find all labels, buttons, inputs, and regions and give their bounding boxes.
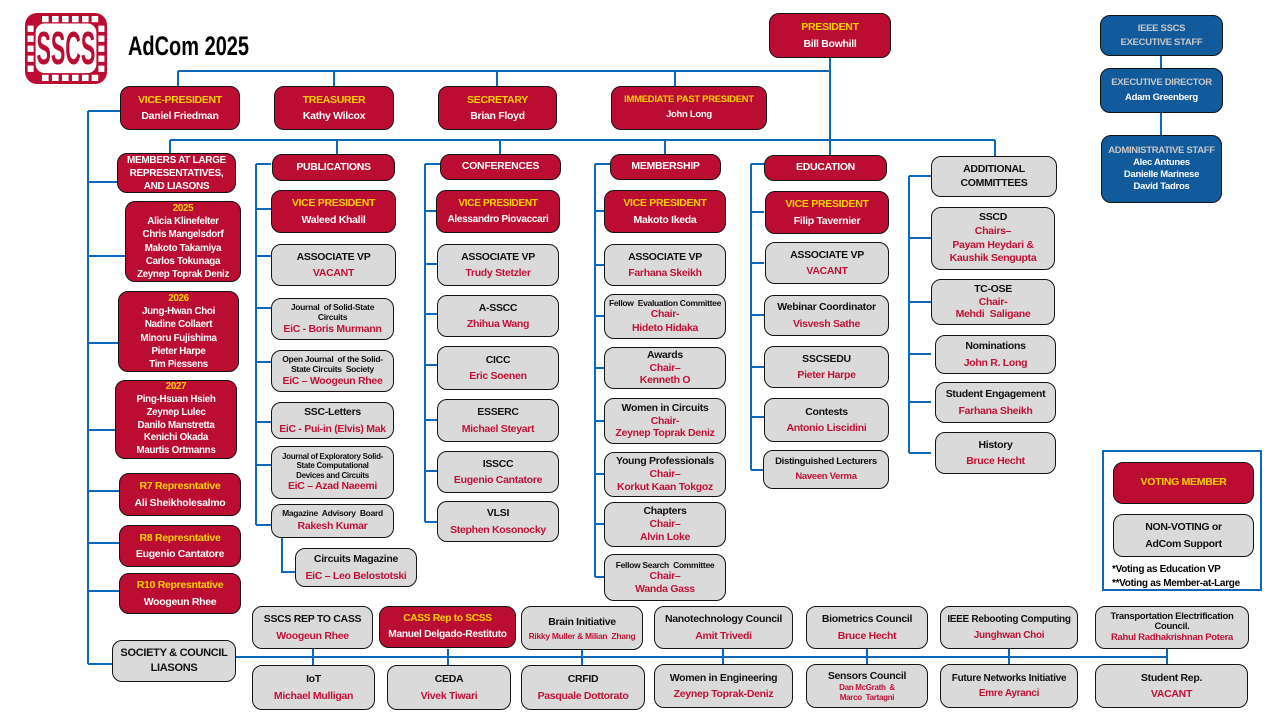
svg-text:SSCS: SSCS bbox=[36, 22, 95, 74]
